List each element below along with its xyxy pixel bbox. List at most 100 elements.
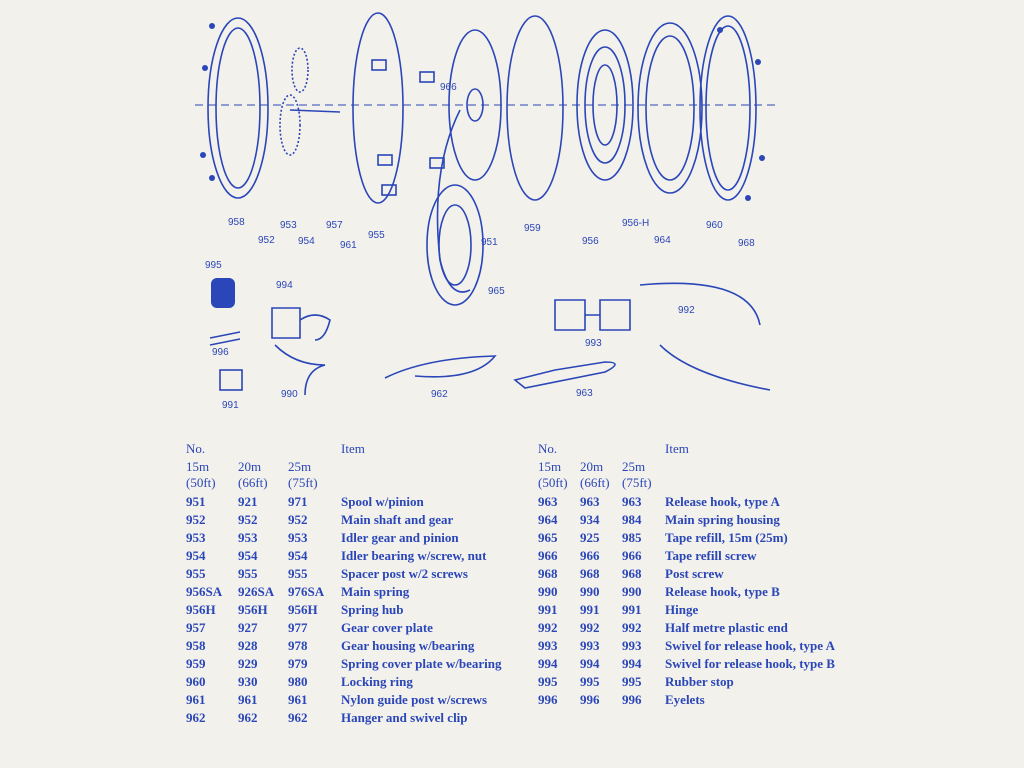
label-951: 951 — [481, 237, 498, 248]
header-50ft: (50ft) — [186, 475, 216, 490]
table-code-right: 934 — [580, 512, 600, 527]
table-code-left: 926SA — [238, 584, 275, 599]
label-964: 964 — [654, 235, 671, 246]
table-code-left: 979 — [288, 656, 308, 671]
label-994: 994 — [276, 280, 293, 291]
table-code-left: 954 — [186, 548, 206, 563]
table-code-right: 990 — [622, 584, 642, 599]
table-item-right: Post screw — [665, 566, 724, 581]
table-code-right: 994 — [580, 656, 600, 671]
table-code-left: 962 — [238, 710, 258, 725]
table-code-left: 960 — [186, 674, 206, 689]
table-code-left: 954 — [288, 548, 308, 563]
table-code-left: 958 — [186, 638, 206, 653]
table-code-left: 956H — [288, 602, 318, 617]
table-item-left: Gear housing w/bearing — [341, 638, 475, 653]
part-rubber-stop — [211, 278, 235, 308]
table-item-right: Eyelets — [665, 692, 705, 707]
table-item-right: Swivel for release hook, type A — [665, 638, 835, 653]
label-961: 961 — [340, 240, 357, 251]
label-996: 996 — [212, 347, 229, 358]
table-code-left: 953 — [238, 530, 258, 545]
table-code-right: 963 — [622, 494, 642, 509]
table-code-right: 995 — [538, 674, 558, 689]
header-20m: 20m — [238, 459, 262, 474]
header-item-right: Item — [665, 441, 689, 456]
part-gear-housing — [200, 17, 269, 199]
table-code-right: 994 — [538, 656, 558, 671]
table-code-right: 990 — [580, 584, 600, 599]
part-release-hook-a — [513, 361, 616, 389]
label-966: 966 — [440, 82, 457, 93]
header-15m: 15m — [186, 459, 210, 474]
table-code-right: 990 — [538, 584, 558, 599]
part-spacer-posts — [371, 59, 445, 196]
table-code-left: 952 — [238, 512, 258, 527]
part-gear-cover-plate — [352, 12, 404, 204]
label-954: 954 — [298, 236, 315, 247]
part-plastic-end — [639, 282, 771, 391]
table-code-right: 966 — [580, 548, 600, 563]
part-gears — [279, 47, 341, 156]
table-item-left: Hanger and swivel clip — [341, 710, 468, 725]
part-spring-cover-plate — [506, 15, 564, 201]
table-code-right: 994 — [622, 656, 642, 671]
label-991: 991 — [222, 400, 239, 411]
table-code-left: 961 — [288, 692, 308, 707]
table-code-left: 954 — [238, 548, 258, 563]
table-item-left: Spring hub — [341, 602, 404, 617]
label-955: 955 — [368, 230, 385, 241]
table-item-right: Half metre plastic end — [665, 620, 788, 635]
parts-table-left: No. Item 15m 20m 25m (50ft) (66ft) (75ft… — [186, 440, 526, 740]
table-code-left: 930 — [238, 674, 258, 689]
parts-table-right: No. Item 15m 20m 25m (50ft) (66ft) (75ft… — [538, 440, 878, 740]
table-item-right: Hinge — [665, 602, 699, 617]
table-item-left: Idler gear and pinion — [341, 530, 459, 545]
table-code-right: 991 — [538, 602, 558, 617]
label-990: 990 — [281, 389, 298, 400]
table-code-left: 956H — [238, 602, 268, 617]
table-code-left: 951 — [186, 494, 206, 509]
header-no: No. — [186, 441, 206, 456]
header-item: Item — [341, 441, 365, 456]
part-main-spring-housing — [637, 22, 703, 194]
table-code-right: 993 — [538, 638, 558, 653]
label-968: 968 — [738, 238, 755, 249]
table-code-right: 995 — [580, 674, 600, 689]
table-code-left: 928 — [238, 638, 258, 653]
part-release-hook-b — [274, 344, 326, 396]
table-code-right: 963 — [538, 494, 558, 509]
table-code-left: 955 — [238, 566, 258, 581]
table-code-right: 992 — [580, 620, 600, 635]
table-code-left: 956H — [186, 602, 216, 617]
table-code-left: 959 — [186, 656, 206, 671]
table-code-left: 978 — [288, 638, 308, 653]
table-code-left: 961 — [186, 692, 206, 707]
header-66ft: (66ft) — [238, 475, 268, 490]
table-code-left: 955 — [186, 566, 206, 581]
table-code-left: 977 — [288, 620, 308, 635]
label-953: 953 — [280, 220, 297, 231]
header-20m-right: 20m — [580, 459, 604, 474]
table-code-left: 927 — [238, 620, 258, 635]
table-code-right: 996 — [622, 692, 642, 707]
table-code-left: 955 — [288, 566, 308, 581]
part-eyelets — [209, 331, 241, 346]
table-code-right: 965 — [538, 530, 558, 545]
table-item-left: Spacer post w/2 screws — [341, 566, 468, 581]
table-item-right: Tape refill, 15m (25m) — [665, 530, 788, 545]
part-swivel-a — [554, 299, 631, 331]
table-code-right: 996 — [580, 692, 600, 707]
table-code-right: 966 — [622, 548, 642, 563]
table-code-left: 961 — [238, 692, 258, 707]
table-code-left: 980 — [288, 674, 308, 689]
table-item-left: Gear cover plate — [341, 620, 433, 635]
label-993: 993 — [585, 338, 602, 349]
header-25m: 25m — [288, 459, 312, 474]
table-code-right: 993 — [580, 638, 600, 653]
label-963: 963 — [576, 388, 593, 399]
header-75ft: (75ft) — [288, 475, 318, 490]
table-code-left: 953 — [186, 530, 206, 545]
table-code-right: 985 — [622, 530, 642, 545]
table-item-left: Spring cover plate w/bearing — [341, 656, 502, 671]
